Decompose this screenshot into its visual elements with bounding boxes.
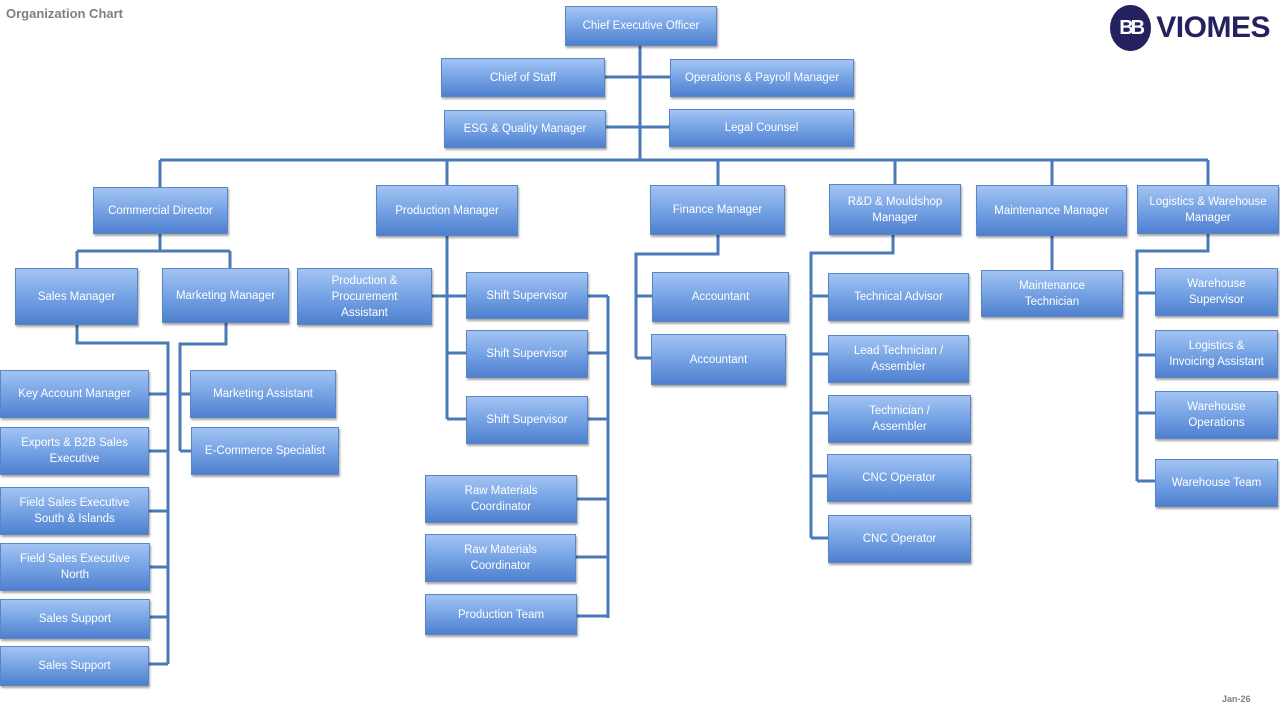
- node-production-manager[interactable]: Production Manager: [376, 185, 518, 236]
- connector: [178, 323, 228, 453]
- node-technical-advisor[interactable]: Technical Advisor: [828, 273, 969, 321]
- node-sales-manager[interactable]: Sales Manager: [15, 268, 138, 325]
- connector: [809, 235, 895, 540]
- node-warehouse-operations[interactable]: Warehouse Operations: [1155, 391, 1278, 439]
- node-accountant[interactable]: Accountant: [652, 272, 789, 322]
- node-field-sales-south[interactable]: Field Sales Executive South & Islands: [0, 487, 149, 535]
- node-ecommerce-specialist[interactable]: E-Commerce Specialist: [191, 427, 339, 475]
- node-shift-supervisor[interactable]: Shift Supervisor: [466, 272, 588, 319]
- node-finance-manager[interactable]: Finance Manager: [650, 185, 785, 235]
- node-production-procurement-assistant[interactable]: Production & Procurement Assistant: [297, 268, 432, 325]
- node-sales-support[interactable]: Sales Support: [0, 599, 150, 639]
- node-shift-supervisor[interactable]: Shift Supervisor: [466, 330, 588, 378]
- connector: [1135, 234, 1210, 483]
- node-cnc-operator[interactable]: CNC Operator: [827, 454, 971, 502]
- node-accountant[interactable]: Accountant: [651, 334, 786, 385]
- logo-text: VIOMES: [1156, 11, 1270, 44]
- node-esg-quality-manager[interactable]: ESG & Quality Manager: [444, 110, 606, 148]
- connector: [158, 158, 1210, 187]
- node-lead-technician[interactable]: Lead Technician / Assembler: [828, 335, 969, 383]
- node-rnd-mouldshop-manager[interactable]: R&D & Mouldshop Manager: [829, 184, 961, 235]
- node-legal-counsel[interactable]: Legal Counsel: [669, 109, 854, 147]
- node-operations-payroll-manager[interactable]: Operations & Payroll Manager: [670, 59, 854, 97]
- node-field-sales-north[interactable]: Field Sales Executive North: [0, 543, 150, 591]
- node-marketing-manager[interactable]: Marketing Manager: [162, 268, 289, 323]
- node-technician[interactable]: Technician / Assembler: [828, 395, 971, 443]
- logo-mark-icon: BB: [1110, 5, 1152, 51]
- node-sales-support[interactable]: Sales Support: [0, 646, 149, 686]
- node-maintenance-technician[interactable]: Maintenance Technician: [981, 270, 1123, 317]
- node-maintenance-manager[interactable]: Maintenance Manager: [976, 185, 1127, 236]
- node-shift-supervisor[interactable]: Shift Supervisor: [466, 396, 588, 444]
- connector: [634, 235, 720, 360]
- node-marketing-assistant[interactable]: Marketing Assistant: [190, 370, 336, 418]
- node-production-team[interactable]: Production Team: [425, 594, 577, 635]
- node-chief-of-staff[interactable]: Chief of Staff: [441, 58, 605, 97]
- node-warehouse-supervisor[interactable]: Warehouse Supervisor: [1155, 268, 1278, 316]
- connector: [75, 325, 170, 666]
- connector: [75, 234, 232, 268]
- date-label: Jan-26: [1222, 694, 1251, 704]
- page-title: Organization Chart: [6, 6, 124, 21]
- viomes-logo: BB VIOMES: [1110, 4, 1270, 52]
- connector: [576, 294, 610, 618]
- node-raw-materials-coordinator[interactable]: Raw Materials Coordinator: [425, 475, 577, 523]
- node-cnc-operator[interactable]: CNC Operator: [828, 515, 971, 563]
- node-ceo[interactable]: Chief Executive Officer: [565, 6, 717, 46]
- connector: [605, 46, 670, 160]
- connector: [432, 236, 466, 421]
- node-key-account-manager[interactable]: Key Account Manager: [0, 370, 149, 418]
- node-logistics-invoicing-assistant[interactable]: Logistics & Invoicing Assistant: [1155, 330, 1278, 378]
- node-warehouse-team[interactable]: Warehouse Team: [1155, 459, 1278, 507]
- node-exports-b2b-sales-executive[interactable]: Exports & B2B Sales Executive: [0, 427, 149, 475]
- node-logistics-warehouse-manager[interactable]: Logistics & Warehouse Manager: [1137, 185, 1279, 234]
- node-commercial-director[interactable]: Commercial Director: [93, 187, 228, 234]
- node-raw-materials-coordinator[interactable]: Raw Materials Coordinator: [425, 534, 576, 582]
